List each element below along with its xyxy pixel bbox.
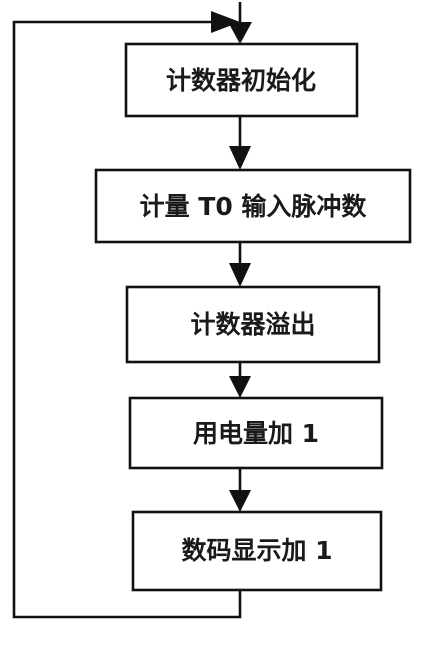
step-label-count-pulses: 计量 T0 输入脉冲数 — [140, 192, 368, 221]
step-box-count-pulses — [94, 168, 412, 244]
arrowhead-4-5 — [229, 490, 251, 512]
loop-back-connector — [12, 20, 242, 619]
step-label-counter-overflow: 计数器溢出 — [190, 310, 315, 339]
step-box-display-increment — [131, 510, 383, 592]
step-box-counter-overflow — [125, 285, 381, 364]
arrowhead-1-2 — [229, 146, 251, 170]
entry-arrowhead — [228, 22, 252, 44]
step-box-energy-increment — [128, 396, 384, 470]
step-label-display-increment: 数码显示加 1 — [181, 536, 332, 565]
arrowhead-3-4 — [229, 376, 251, 398]
arrowhead-2-3 — [229, 263, 251, 287]
step-label-energy-increment: 用电量加 1 — [193, 419, 319, 448]
loop-back-arrowhead — [211, 11, 240, 33]
step-box-counter-init — [124, 42, 359, 118]
step-label-counter-init: 计数器初始化 — [166, 66, 316, 95]
